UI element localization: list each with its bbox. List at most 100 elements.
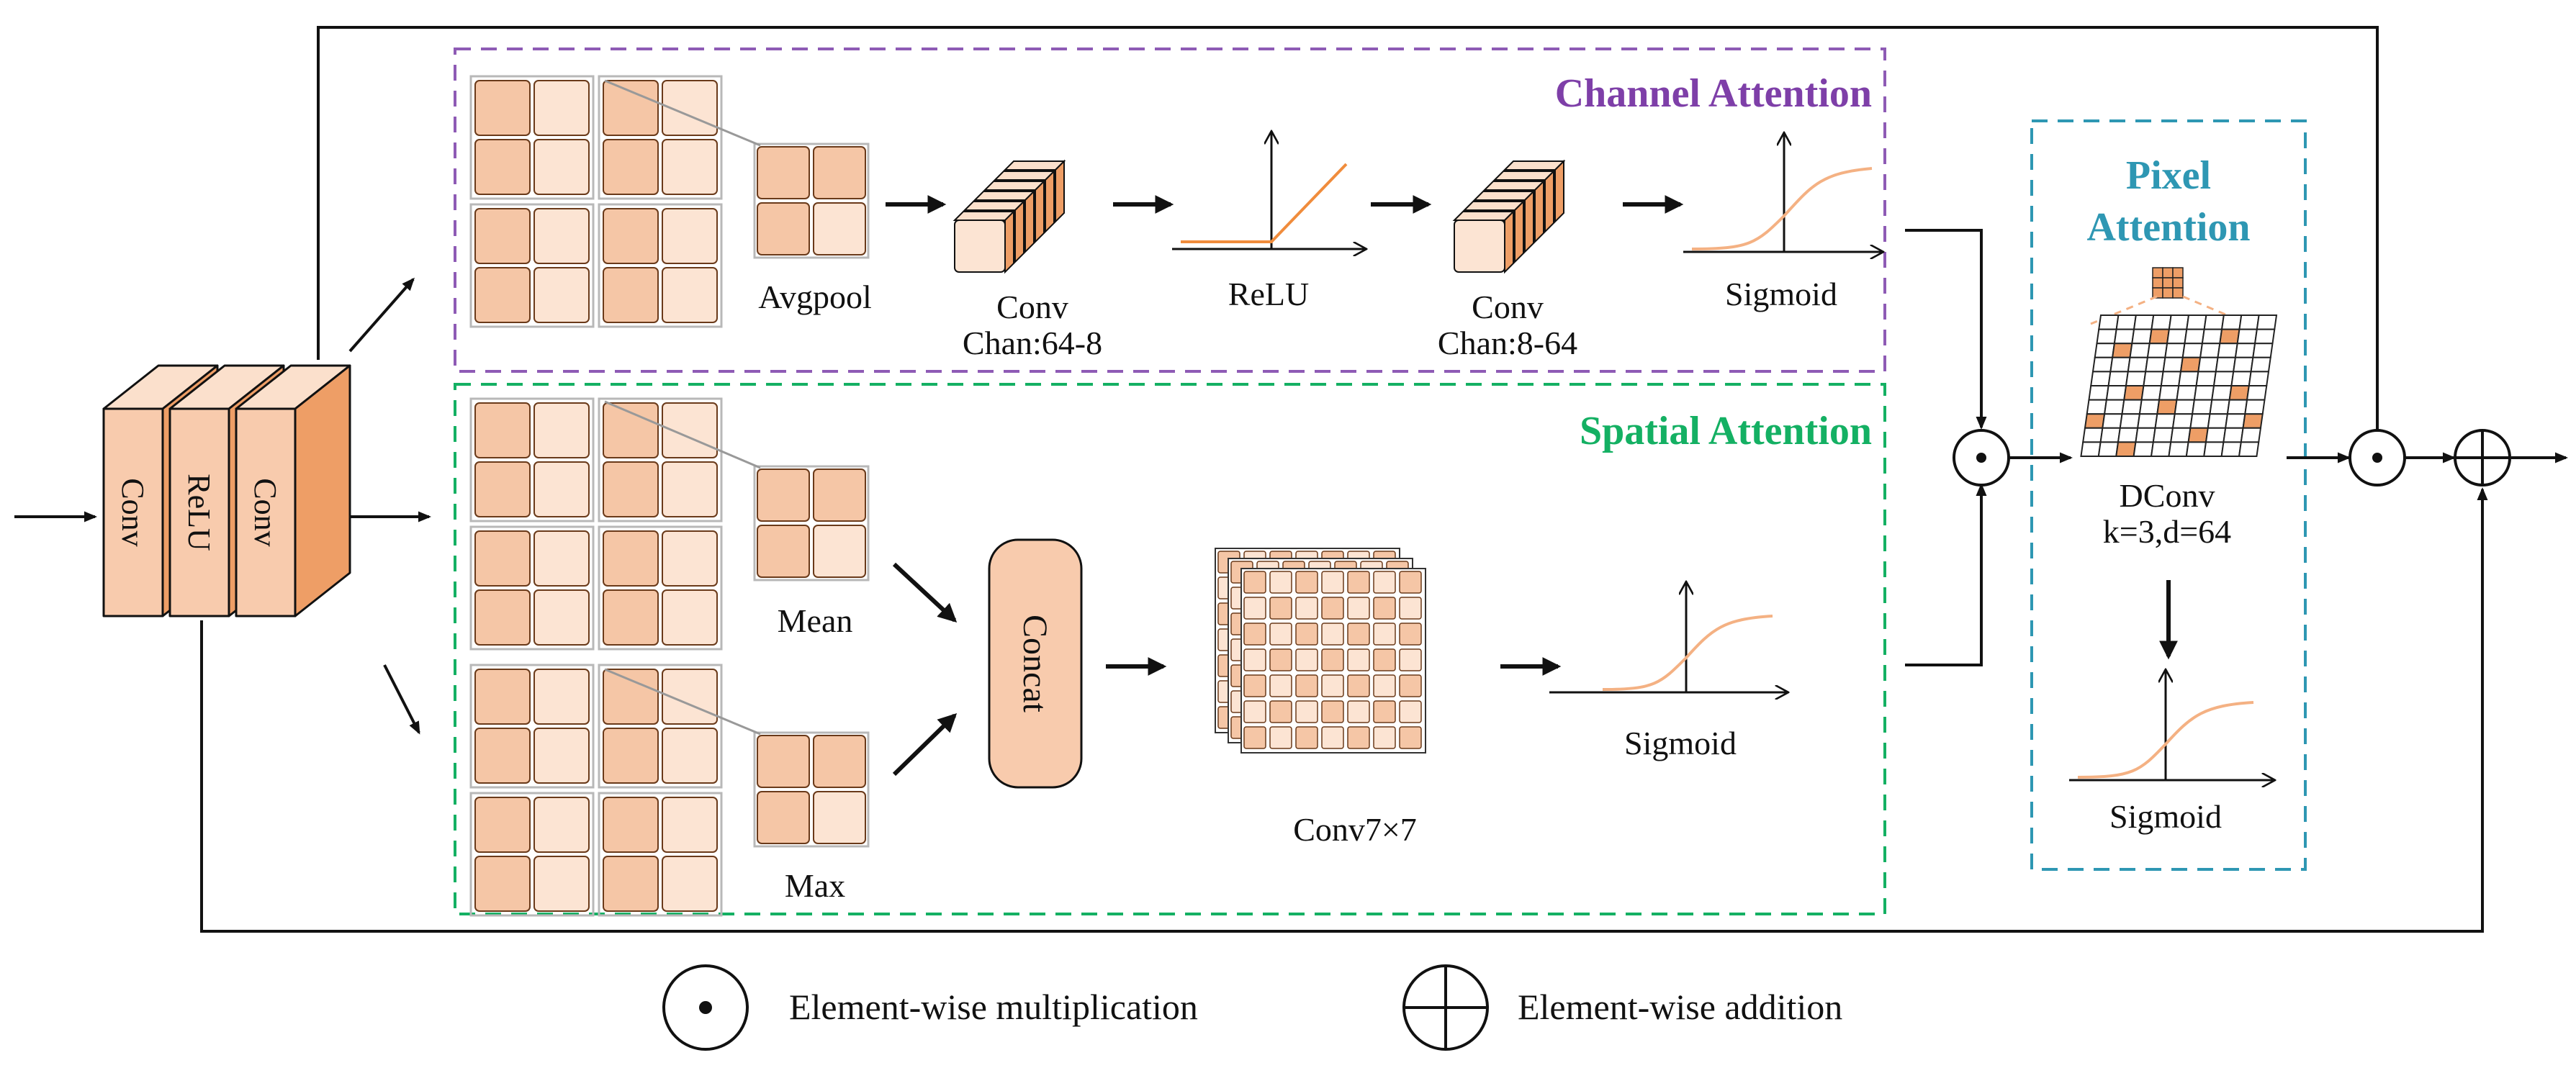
dconv-cell: [2244, 399, 2266, 415]
pooled-cell: [757, 469, 810, 522]
slab-side: [1524, 189, 1534, 254]
pool-projection-lines: [604, 79, 761, 736]
conv7-cell: [1295, 674, 1318, 697]
dconv-cell: [2099, 427, 2121, 443]
mean-input-feature-grid: [469, 397, 723, 651]
dconv-cell: [2233, 356, 2254, 373]
feature-cell: [533, 589, 590, 646]
dconv-cell: [2098, 314, 2120, 330]
dconv-cell: [2217, 343, 2238, 358]
conv7-cell: [1373, 700, 1396, 723]
feature-cell: [603, 728, 659, 784]
feature-cell: [662, 461, 718, 517]
kernel-cell: [2152, 287, 2163, 299]
legend: Element-wise multiplication Element-wise…: [662, 964, 1842, 1051]
conv7-cell: [1269, 648, 1292, 671]
feature-cell: [603, 461, 659, 517]
conv7-cell: [1347, 726, 1370, 749]
feature-cell: [474, 797, 531, 853]
dconv-cell: [2168, 314, 2190, 330]
feature-cell: [533, 80, 590, 136]
grid-block-outline: [598, 792, 723, 917]
dconv-cell: [2151, 314, 2172, 330]
dconv-cell: [2162, 356, 2184, 373]
pooled-cell: [757, 146, 810, 199]
feature-cell: [662, 267, 718, 323]
spatial-attention-title: Spatial Attention: [1580, 409, 1872, 453]
kernel-cell: [2172, 287, 2184, 299]
dconv-cell: [2086, 399, 2108, 415]
feature-cell: [603, 80, 659, 136]
dconv-cell: [2187, 427, 2209, 443]
dconv-cell: [2238, 314, 2260, 330]
feature-cell: [474, 856, 531, 912]
dconv-cell: [2103, 399, 2125, 415]
feature-cell: [662, 208, 718, 264]
dconv-cell: [2203, 441, 2225, 457]
feature-cell: [533, 208, 590, 264]
relu-label: ReLU: [1228, 276, 1309, 312]
slab-top: [1452, 211, 1516, 221]
conv7-cell: [1243, 700, 1266, 723]
grid-block-outline: [598, 525, 723, 651]
slab-side: [1035, 179, 1045, 244]
add-operator: [2454, 429, 2511, 487]
feature-cell: [603, 208, 659, 264]
conv7-cell: [1295, 700, 1318, 723]
backbone-blocks: [102, 364, 351, 617]
conv-64-8-stack: [953, 159, 1066, 274]
dconv-cell: [2140, 385, 2162, 401]
feature-cell: [474, 589, 531, 646]
conv7-cell: [1321, 597, 1344, 620]
conv7-cell: [1243, 623, 1266, 646]
slab-side: [1014, 199, 1024, 264]
slab-side: [1534, 179, 1544, 244]
feature-cell: [474, 402, 531, 458]
conv7-cell: [1347, 648, 1370, 671]
feature-cell: [533, 267, 590, 323]
dconv-cell: [2176, 385, 2197, 401]
pooled-cell: [757, 791, 810, 844]
dconv-cell: [2234, 343, 2256, 358]
pooled-cell: [757, 202, 810, 255]
dconv-cell: [2145, 356, 2166, 373]
feature-cell: [662, 797, 718, 853]
conv7-cell: [1373, 623, 1396, 646]
dconv-cell: [2150, 441, 2172, 457]
slab-side: [1004, 209, 1014, 274]
dconv-cell: [2193, 385, 2215, 401]
dconv-cell: [2179, 356, 2202, 373]
feature-cell: [474, 728, 531, 784]
dconv-cell: [2111, 343, 2133, 358]
conv7-cell: [1373, 726, 1396, 749]
dconv-cell: [2220, 441, 2242, 457]
dconv-cell: [2242, 413, 2264, 429]
max-label: Max: [785, 867, 845, 904]
conv7-cell: [1269, 700, 1292, 723]
feature-cell: [533, 856, 590, 912]
pooled-outline: [753, 731, 870, 848]
dconv-cell: [2256, 314, 2278, 330]
dconv-cell: [2240, 427, 2262, 443]
dconv-cell: [2094, 343, 2116, 358]
dconv-cell: [2174, 399, 2196, 415]
slab-face: [1454, 220, 1505, 273]
slab-top: [963, 201, 1026, 211]
dconv-cell: [2164, 343, 2186, 358]
dconv-cell: [2154, 413, 2176, 429]
dconv-cell: [2148, 328, 2170, 345]
pixel-attention-title-line2: Attention: [2086, 205, 2250, 250]
feature-cell: [603, 589, 659, 646]
slab-side: [1055, 159, 1065, 224]
conv7-cell: [1347, 623, 1370, 646]
multiply-operator-2: [2348, 429, 2406, 487]
dconv-cell: [2115, 441, 2137, 457]
conv7-cell: [1269, 674, 1292, 697]
dconv-cell: [2097, 441, 2120, 457]
dconv-cell: [2203, 314, 2225, 330]
pixel-sigmoid-plot: [2069, 669, 2275, 780]
feature-cell: [603, 402, 659, 458]
spatial-attention-frame: [454, 383, 1886, 915]
feature-cell: [474, 267, 531, 323]
slab-top: [983, 181, 1046, 191]
